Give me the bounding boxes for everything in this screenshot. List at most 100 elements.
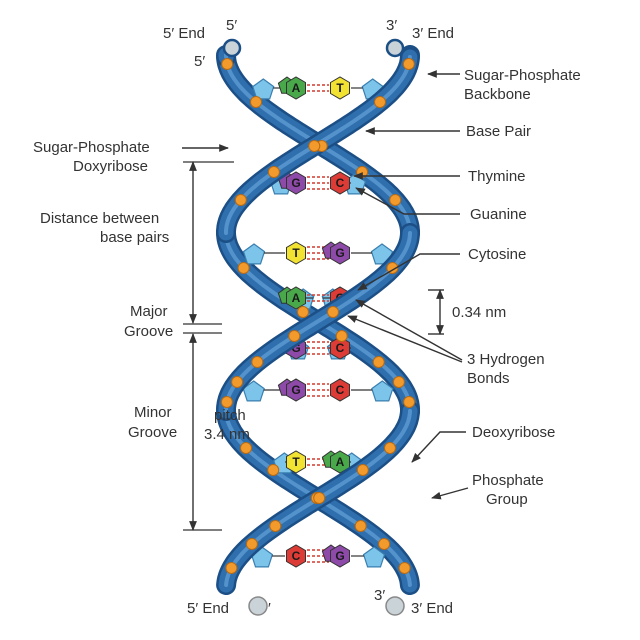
base-hex-left-7 <box>286 450 306 474</box>
label-sugar-line1: Sugar-Phosphate <box>33 139 150 156</box>
phosphate-a-6 <box>327 306 339 318</box>
end-cap-top-right <box>385 38 405 58</box>
base-letter-left-3: T <box>292 246 300 260</box>
label-backbone-line1: Sugar-Phosphate <box>464 67 581 84</box>
label-base-pair: Base Pair <box>466 123 531 140</box>
phosphate-b-2 <box>308 140 321 152</box>
base-right-2: C <box>330 171 350 195</box>
base-letter-left-5: G <box>291 341 300 355</box>
phosphate-a-14 <box>354 520 367 532</box>
phosphate-a-8 <box>251 356 264 368</box>
end-cap-bottom-right <box>385 596 405 616</box>
base-letter-left-6: G <box>291 383 300 397</box>
label-thymine: Thymine <box>468 168 526 185</box>
base-right-3: G <box>321 241 350 265</box>
phosphate-a-0 <box>221 58 234 70</box>
base-letter-left-0: A <box>292 81 301 95</box>
base-left-0: A <box>277 76 306 100</box>
label-3-mark-bottom: 3′ <box>374 587 385 604</box>
backbone-nodes <box>220 58 416 574</box>
base-letter-right-2: C <box>336 176 345 190</box>
base-hex-left-3 <box>286 241 306 265</box>
phosphate-a-11 <box>240 442 252 454</box>
label-3-end-top: 3′ End <box>412 25 454 42</box>
label-distance-line1: Distance between <box>40 210 159 227</box>
phosphate-a-1 <box>250 96 262 108</box>
sugar-right-9 <box>362 546 386 568</box>
phosphate-a-10 <box>220 396 233 408</box>
phosphate-b-5 <box>237 262 250 274</box>
label-5-mark-top: 5′ <box>226 17 237 34</box>
base-hex-left-2 <box>286 171 306 195</box>
base-left-9: C <box>286 544 306 568</box>
phosphate-a-15 <box>378 538 391 550</box>
label-5-inner-top: 5′ <box>194 53 205 70</box>
label-minor-line1: Minor <box>134 404 172 421</box>
label-5-mark-bottom: 5′ <box>244 577 255 594</box>
label-3-mark-top: 3′ <box>386 17 397 34</box>
base-hex-left-9 <box>286 544 306 568</box>
label-tick-bottom: ′ <box>268 600 271 617</box>
phosphate-b-11 <box>384 442 396 454</box>
phosphate-b-6 <box>297 306 309 318</box>
arrow-phosphate <box>431 487 469 500</box>
base-hex-right-9 <box>330 544 350 568</box>
label-spacing: 0.34 nm <box>452 304 506 321</box>
phosphate-b-9 <box>392 376 405 388</box>
phosphate-b-3 <box>267 166 280 178</box>
label-cytosine: Cytosine <box>468 246 526 263</box>
base-hex-right-3 <box>330 241 350 265</box>
phosphate-a-9 <box>231 376 244 388</box>
label-3-end-bottom: 3′ End <box>411 600 453 617</box>
base-left-6: G <box>277 378 306 402</box>
base-left-7: T <box>286 450 306 474</box>
phosphate-b-13 <box>313 492 326 504</box>
base-hex-right-5 <box>330 336 350 360</box>
label-distance-line2: base pairs <box>100 229 169 246</box>
base-hex-left-0 <box>286 76 306 100</box>
label-hbonds-line2: Bonds <box>467 370 510 387</box>
phosphate-b-4 <box>234 194 247 206</box>
base-hex-left-6 <box>286 378 306 402</box>
label-guanine: Guanine <box>470 206 527 223</box>
base-letter-left-4: A <box>292 291 301 305</box>
base-right-0: T <box>330 76 350 100</box>
label-deoxyribose: Deoxyribose <box>472 424 555 441</box>
base-letter-right-9: G <box>335 549 344 563</box>
label-backbone-line2: Backbone <box>464 86 531 103</box>
sugar-right-6 <box>371 380 394 402</box>
label-major-line1: Major <box>130 303 168 320</box>
label-hbonds-line1: 3 Hydrogen <box>467 351 545 368</box>
sugar-left-0 <box>252 78 275 100</box>
base-right-7: A <box>321 450 350 474</box>
label-minor-line2: Groove <box>128 424 177 441</box>
phosphate-a-7 <box>288 330 301 342</box>
base-letter-right-7: A <box>336 455 345 469</box>
base-hex-left-4 <box>286 286 306 310</box>
phosphate-b-10 <box>403 396 416 408</box>
phosphate-b-0 <box>402 58 415 70</box>
base-left-4: A <box>277 286 306 310</box>
arrow-hbonds-1 <box>355 299 463 361</box>
base-right-9: G <box>321 544 350 568</box>
label-5-end-bottom: 5′ End <box>187 600 229 617</box>
label-pitch-line1: pitch <box>214 407 246 424</box>
base-left-3: T <box>286 241 306 265</box>
base-letter-left-2: G <box>291 176 300 190</box>
base-letter-right-6: C <box>336 383 345 397</box>
base-letter-right-3: G <box>335 246 344 260</box>
base-hex-right-6 <box>330 378 350 402</box>
base-letter-right-0: T <box>336 81 344 95</box>
arrow-deoxyribose <box>411 431 466 463</box>
phosphate-b-1 <box>374 96 386 108</box>
base-hex-right-7 <box>330 450 350 474</box>
base-right-6: C <box>330 378 350 402</box>
label-sugar-line2: Doxyribose <box>73 158 148 175</box>
label-5-end-top: 5′ End <box>163 25 205 42</box>
